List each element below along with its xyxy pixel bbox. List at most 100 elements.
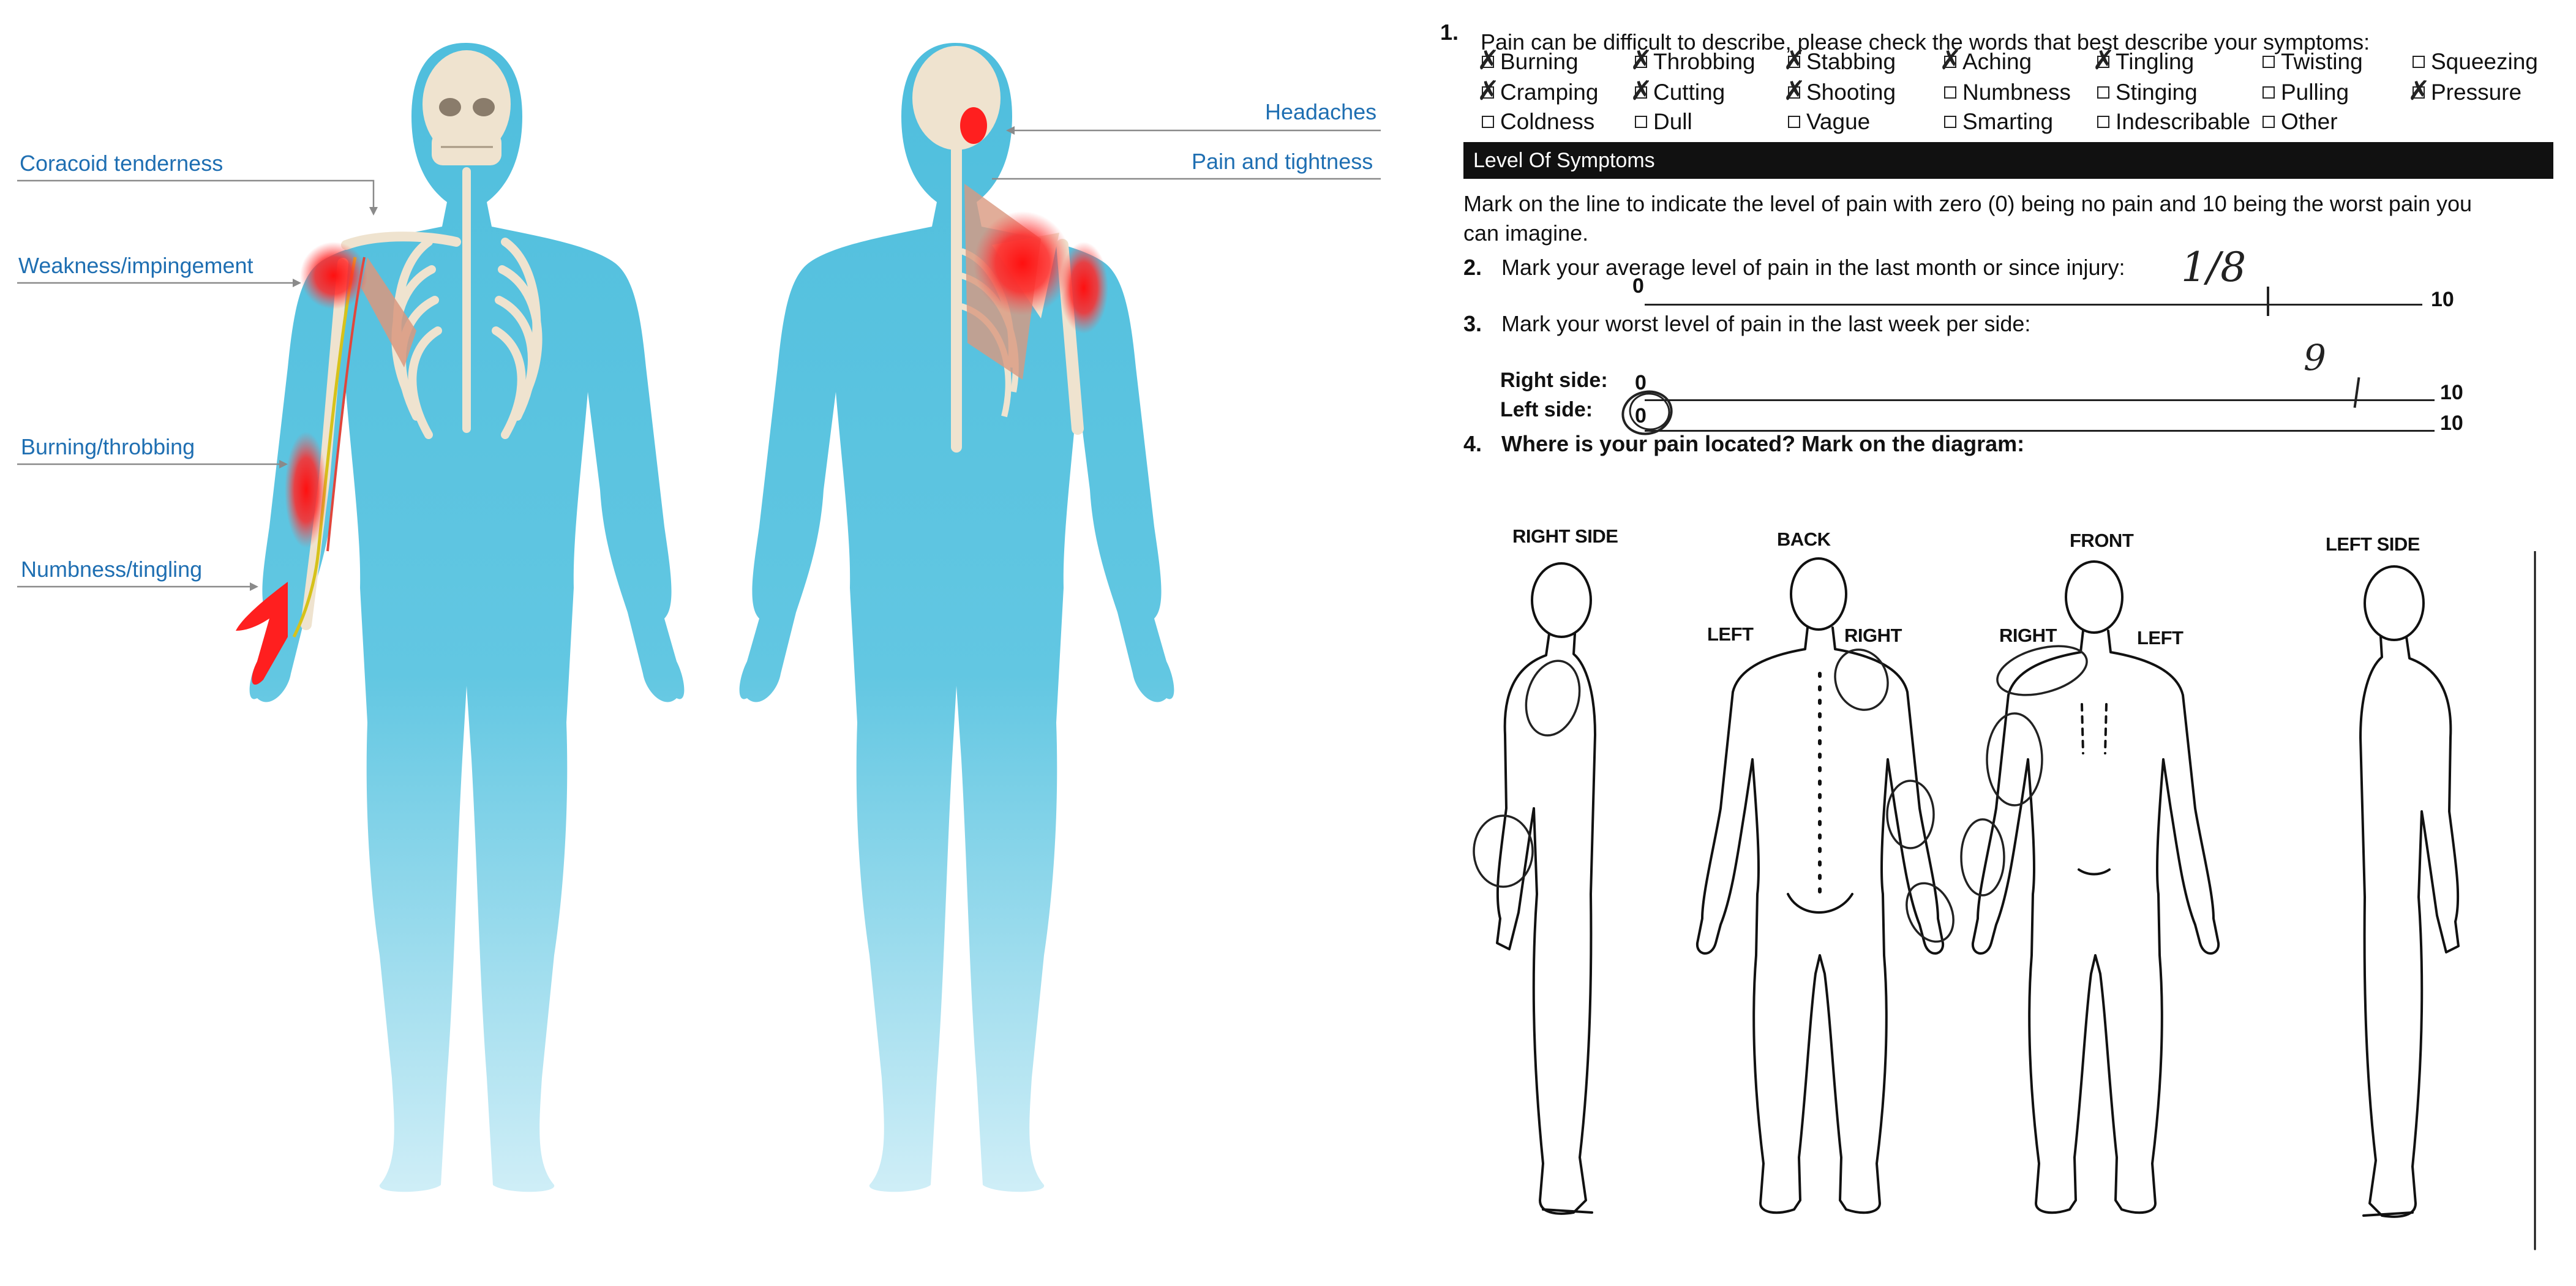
symptom-checkbox-twisting[interactable]: Twisting xyxy=(2262,49,2363,75)
q3-left-circle-mark xyxy=(1621,390,1673,435)
q2-scale-line[interactable] xyxy=(1645,304,2422,306)
symptom-checkbox-smarting[interactable]: Smarting xyxy=(1944,109,2053,135)
back-figure xyxy=(739,43,1174,1192)
callout-weakness-impingement: Weakness/impingement xyxy=(18,253,253,278)
checkbox-square[interactable] xyxy=(2413,56,2425,68)
diagram-label-back-left: LEFT xyxy=(1707,623,1754,645)
symptom-checkbox-vague[interactable]: Vague xyxy=(1788,109,1870,135)
symptom-checkbox-burning[interactable]: ✗Burning xyxy=(1477,47,1579,75)
diagram-label-front-right: RIGHT xyxy=(1999,625,2057,646)
callout-coracoid-tenderness: Coracoid tenderness xyxy=(20,151,223,176)
symptom-checkbox-cutting[interactable]: ✗Cutting xyxy=(1630,78,1725,105)
symptom-checkbox-coldness[interactable]: Coldness xyxy=(1482,109,1594,135)
check-x-mark-icon: ✗ xyxy=(1630,45,1653,76)
check-x-mark-icon: ✗ xyxy=(1630,75,1653,107)
callout-pain-and-tightness: Pain and tightness xyxy=(1192,149,1373,174)
checkbox-square[interactable] xyxy=(1944,116,1956,128)
q3-left-scale-max: 10 xyxy=(2440,412,2463,435)
symptom-checkbox-numbness[interactable]: Numbness xyxy=(1944,80,2071,105)
q2-number: 2. xyxy=(1463,255,1482,280)
checkbox-square[interactable] xyxy=(1788,116,1800,128)
symptom-label: Stinging xyxy=(2116,80,2198,105)
checkbox-square[interactable] xyxy=(2262,116,2275,128)
checkbox-square[interactable] xyxy=(2097,86,2109,99)
checkbox-square[interactable]: ✗ xyxy=(1783,47,1806,74)
diagram-label-left-side: LEFT SIDE xyxy=(2326,533,2420,555)
symptom-checkbox-stabbing[interactable]: ✗Stabbing xyxy=(1783,47,1896,75)
check-x-mark-icon: ✗ xyxy=(1477,45,1500,76)
symptom-label: Aching xyxy=(1962,49,2032,74)
symptom-label: Throbbing xyxy=(1653,49,1756,74)
q4-text: Where is your pain located? Mark on the … xyxy=(1501,431,2025,456)
q3-right-scale-line[interactable] xyxy=(1645,399,2435,401)
symptom-label: Squeezing xyxy=(2431,49,2538,74)
q3-left-scale-min: 0 xyxy=(1635,404,1647,427)
checkbox-square[interactable] xyxy=(2097,116,2109,128)
q2-marker[interactable] xyxy=(2267,287,2269,316)
check-x-mark-icon: ✗ xyxy=(1783,45,1806,76)
front-figure xyxy=(236,43,685,1192)
diagram-label-back: BACK xyxy=(1777,528,1831,550)
symptom-label: Cutting xyxy=(1653,80,1725,105)
q3-right-marker[interactable] xyxy=(2353,377,2360,408)
symptom-label: Pulling xyxy=(2281,80,2349,105)
diagram-label-back-right: RIGHT xyxy=(1844,625,1902,646)
outline-back xyxy=(1695,557,1945,1214)
q3-left-scale-line[interactable] xyxy=(1645,430,2435,432)
checkbox-square[interactable]: ✗ xyxy=(1939,47,1962,74)
pain-circle-marks xyxy=(1473,645,2088,943)
symptom-label: Twisting xyxy=(2281,49,2363,74)
checkbox-square[interactable] xyxy=(2262,86,2275,99)
check-x-mark-icon: ✗ xyxy=(1477,75,1500,107)
body-outline-diagram[interactable] xyxy=(1433,551,2572,1286)
check-x-mark-icon: ✗ xyxy=(2408,75,2430,107)
symptom-label: Smarting xyxy=(1962,109,2054,134)
q3-left-side-label: Left side: xyxy=(1500,398,1593,421)
pain-questionnaire: 1. Pain can be difficult to describe, pl… xyxy=(1433,12,2572,1250)
symptom-checkbox-shooting[interactable]: ✗Shooting xyxy=(1783,78,1896,105)
symptom-label: Burning xyxy=(1500,49,1579,74)
checkbox-square[interactable]: ✗ xyxy=(2092,47,2115,74)
symptom-checkbox-pulling[interactable]: Pulling xyxy=(2262,80,2349,105)
q1-number: 1. xyxy=(1440,20,1459,45)
check-x-mark-icon: ✗ xyxy=(2092,45,2115,76)
checkbox-square[interactable]: ✗ xyxy=(2408,78,2430,105)
symptom-checkbox-tingling[interactable]: ✗Tingling xyxy=(2092,47,2194,75)
checkbox-square[interactable]: ✗ xyxy=(1783,78,1806,105)
banner-label: Level Of Symptoms xyxy=(1473,148,1655,172)
symptom-checkbox-cramping[interactable]: ✗Cramping xyxy=(1477,78,1598,105)
instruction-line-2: can imagine. xyxy=(1463,220,1589,246)
q3-right-side-label: Right side: xyxy=(1500,369,1608,392)
symptom-checkbox-squeezing[interactable]: Squeezing xyxy=(2413,49,2538,75)
q2-handwritten-value: 1/8 xyxy=(2181,244,2247,291)
symptom-checkbox-indescribable[interactable]: Indescribable xyxy=(2097,109,2250,135)
symptom-checkbox-stinging[interactable]: Stinging xyxy=(2097,80,2198,105)
symptom-checkbox-aching[interactable]: ✗Aching xyxy=(1939,47,2032,75)
symptom-label: Numbness xyxy=(1962,80,2071,105)
checkbox-square[interactable]: ✗ xyxy=(1477,78,1500,105)
diagram-label-front-left: LEFT xyxy=(2137,627,2184,649)
diagram-label-front: FRONT xyxy=(2070,530,2134,551)
q2-scale-max: 10 xyxy=(2431,288,2454,311)
symptom-checkbox-other[interactable]: Other xyxy=(2262,109,2338,135)
checkbox-square[interactable] xyxy=(1482,116,1494,128)
checkbox-square[interactable] xyxy=(1635,116,1647,128)
checkbox-square[interactable]: ✗ xyxy=(1630,78,1653,105)
checkbox-square[interactable]: ✗ xyxy=(1477,47,1500,74)
symptom-checkbox-dull[interactable]: Dull xyxy=(1635,109,1692,135)
symptom-label: Dull xyxy=(1653,109,1692,134)
symptom-label: Vague xyxy=(1806,109,1871,134)
outline-right-side xyxy=(1496,562,1596,1215)
anatomy-illustration xyxy=(236,43,1174,1192)
q3-number: 3. xyxy=(1463,311,1482,336)
symptom-checkbox-pressure[interactable]: ✗Pressure xyxy=(2408,78,2522,105)
symptom-label: Other xyxy=(2281,109,2338,134)
checkbox-square[interactable] xyxy=(1944,86,1956,99)
q2-scale-min: 0 xyxy=(1632,274,1644,298)
checkbox-square[interactable]: ✗ xyxy=(1630,47,1653,74)
symptom-checkbox-throbbing[interactable]: ✗Throbbing xyxy=(1630,47,1756,75)
callout-numbness-tingling: Numbness/tingling xyxy=(21,557,203,582)
check-x-mark-icon: ✗ xyxy=(1939,45,1962,76)
checkbox-square[interactable] xyxy=(2262,56,2275,68)
q2-text: Mark your average level of pain in the l… xyxy=(1501,255,2125,280)
